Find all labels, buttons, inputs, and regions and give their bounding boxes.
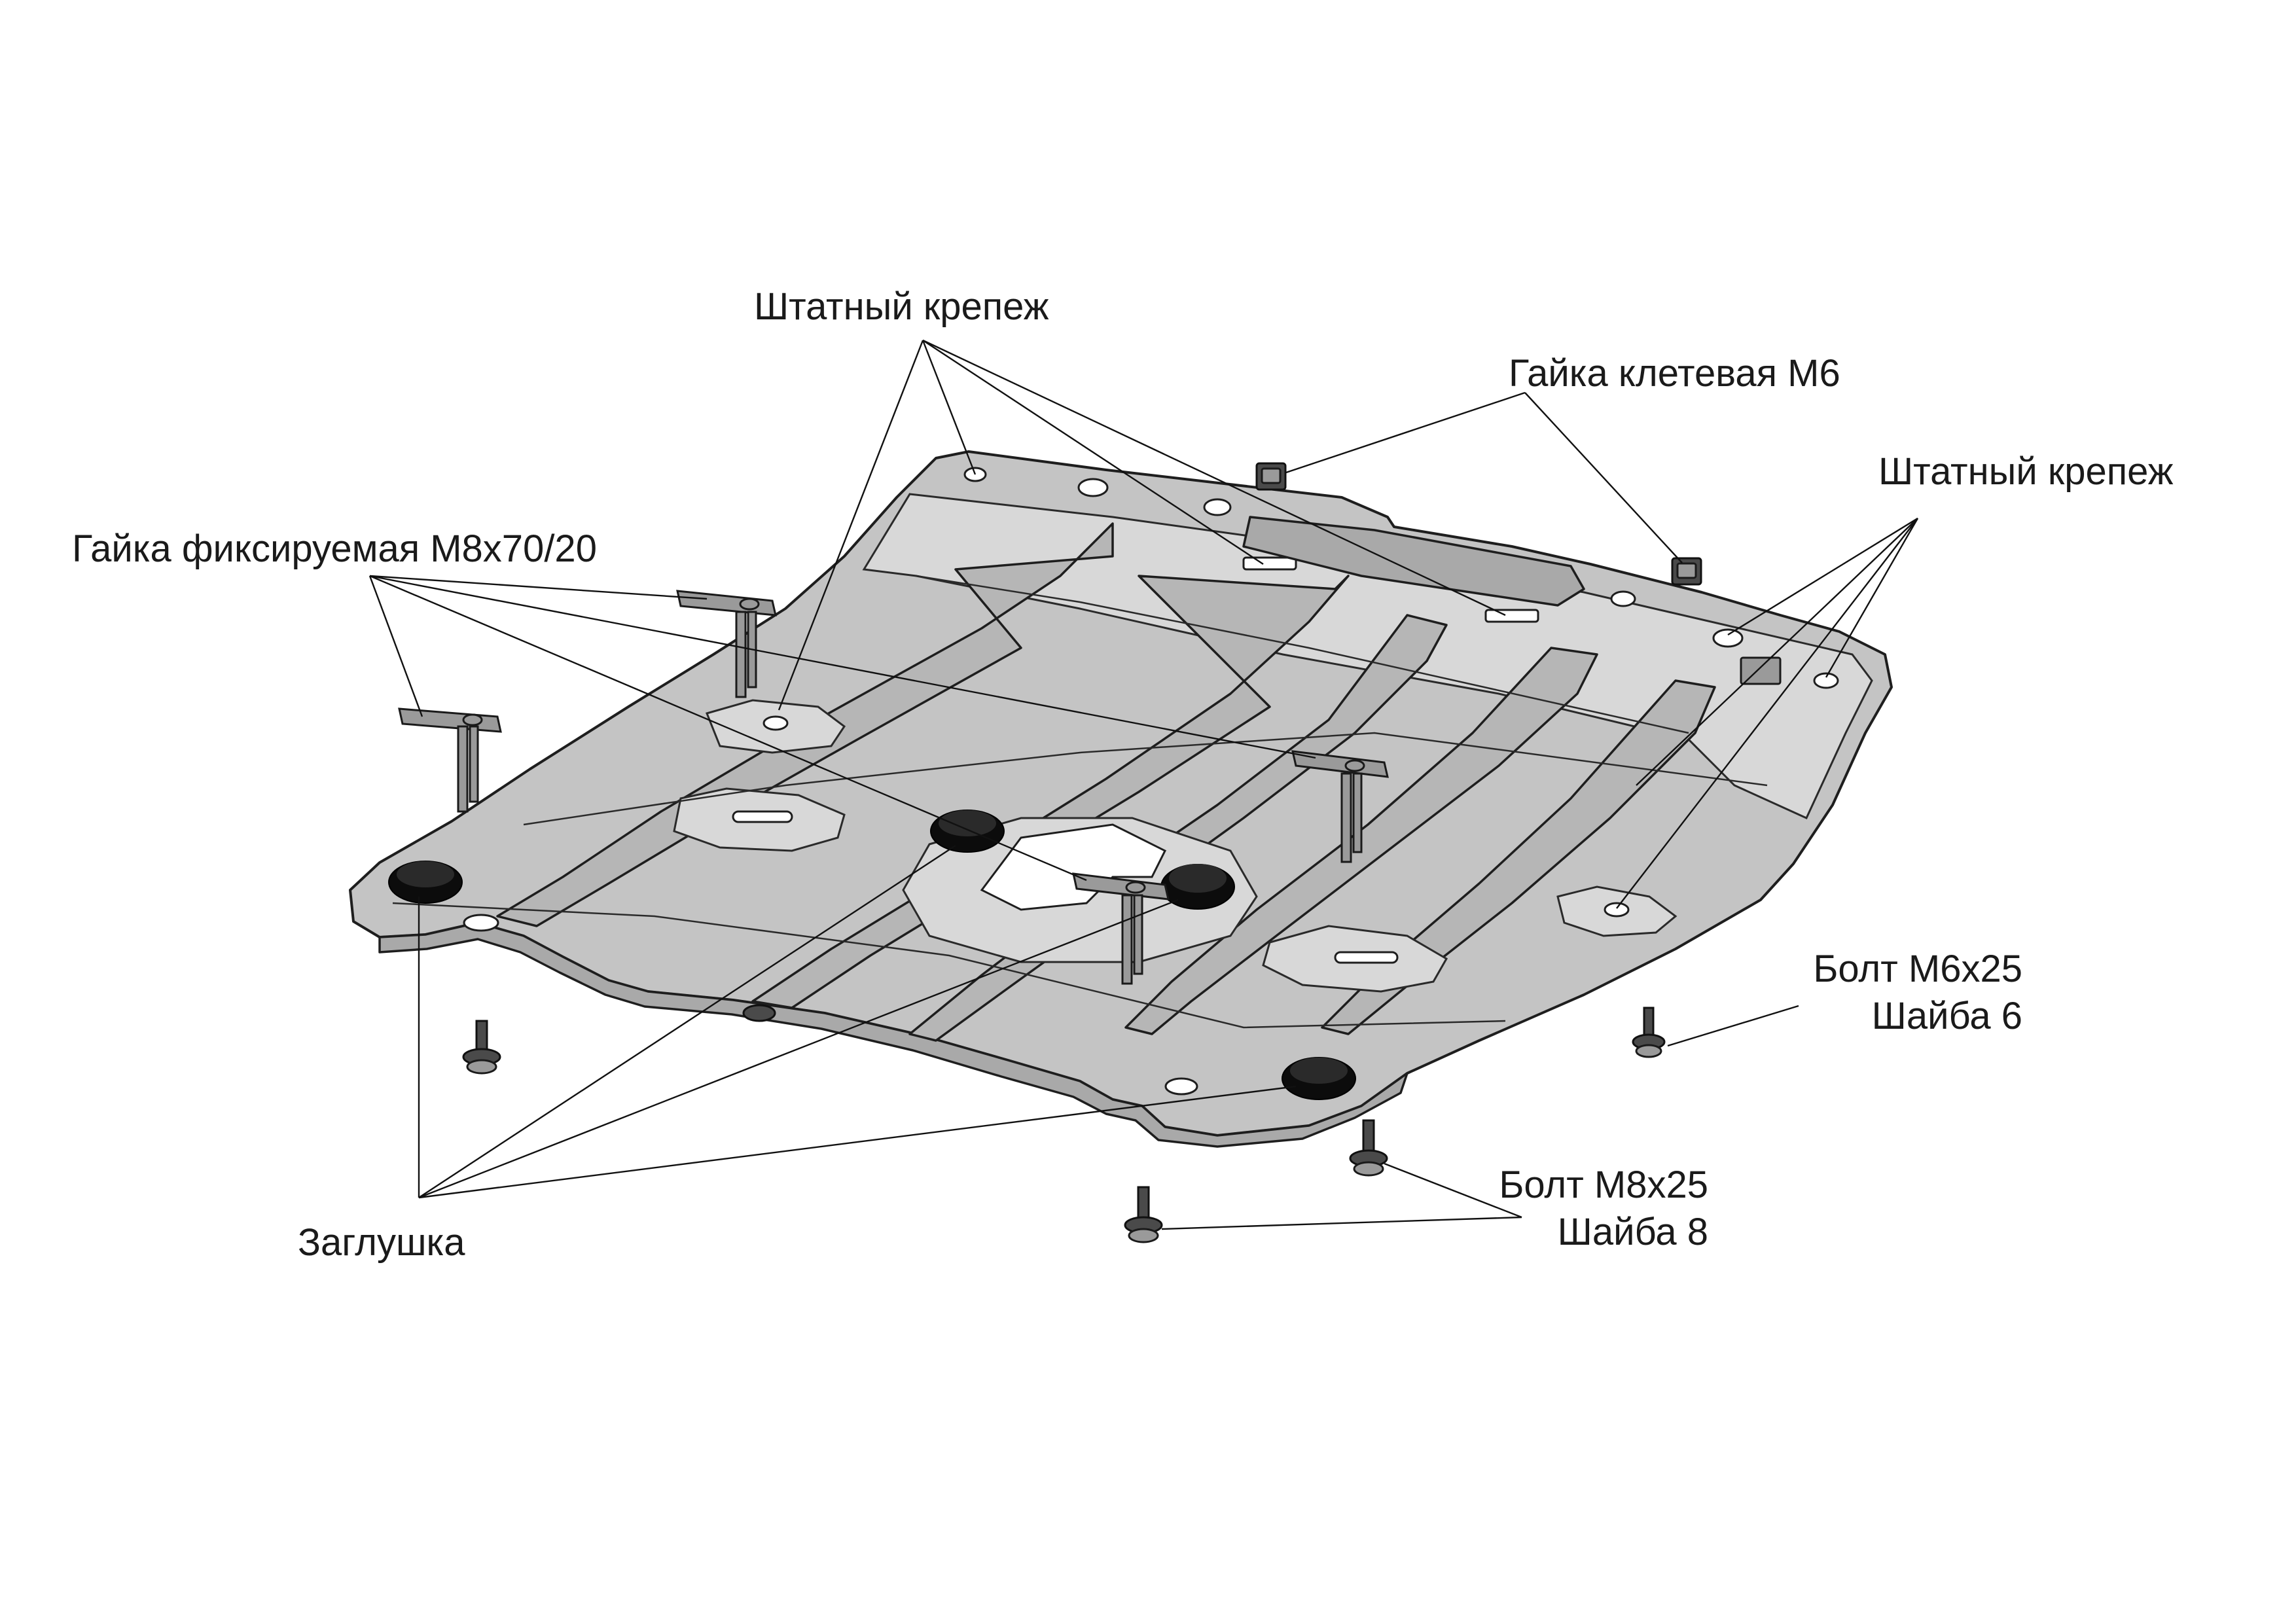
- leader-fixed-4: [369, 575, 1316, 759]
- centre-opening: [980, 823, 1167, 911]
- fixed-nut-left: [398, 707, 502, 813]
- bolt-m8-lower: [1124, 1186, 1163, 1243]
- leader-bolt-m6: [1667, 1005, 1799, 1047]
- fixed-nut-rear: [676, 590, 777, 698]
- rib-1: [496, 522, 1114, 927]
- pad-rear-left-hole: [762, 715, 789, 731]
- plug-front-right: [1282, 1057, 1356, 1100]
- bolts: [462, 1004, 1666, 1243]
- plate-crease-3: [916, 575, 1689, 734]
- pad-right-slot: [1334, 951, 1399, 964]
- flange-hole-6: [1813, 672, 1839, 689]
- flange-slot-2: [1484, 609, 1539, 623]
- leader-std-top-1: [922, 340, 977, 475]
- front-underside: [378, 921, 1408, 1148]
- bolt-left: [462, 1020, 501, 1075]
- leader-plug-2: [418, 844, 956, 1199]
- label-bolt-m6-line1: Болт М6х25: [1813, 948, 2022, 990]
- label-standard-fastener-top: Штатный крепеж: [754, 285, 1049, 328]
- cage-nuts: [1255, 462, 1702, 586]
- bolt-m6: [1632, 1007, 1666, 1058]
- plug-centre-right: [1160, 864, 1235, 910]
- label-bolt-m8-line2: Шайба 8: [1558, 1211, 1708, 1253]
- leader-fixed-3: [369, 575, 1087, 882]
- leader-std-top-2: [778, 340, 924, 711]
- flange-hole-5: [1712, 628, 1744, 648]
- label-fixed-nut: Гайка фиксируемая М8х70/20: [72, 527, 597, 570]
- leader-bolt-m8-2: [1161, 1216, 1522, 1230]
- front-tab-hole-right: [1164, 1077, 1198, 1096]
- pad-rear-right-hole: [1604, 902, 1630, 918]
- leader-cage-1: [1285, 391, 1526, 474]
- leader-lines: [368, 339, 1919, 1230]
- cage-nut-left: [1255, 462, 1287, 491]
- plate-crease-2: [523, 732, 1768, 826]
- label-bolt-m8-line1: Болт М8х25: [1499, 1164, 1708, 1206]
- rear-raised-tab: [1242, 516, 1585, 607]
- plugs: [388, 810, 1356, 1100]
- leader-plug-4: [418, 1085, 1297, 1199]
- leader-std-right-1: [1727, 517, 1918, 636]
- leader-fixed-1: [368, 575, 423, 717]
- leader-std-top-4: [922, 339, 1506, 616]
- bolt-centre: [742, 1004, 776, 1022]
- flange-hole-4: [1610, 590, 1636, 607]
- leader-bolt-m8-1: [1384, 1162, 1522, 1219]
- bolt-m8-upper: [1349, 1119, 1388, 1177]
- callouts: Штатный крепеж Гайка клетевая М6 Штатный…: [72, 285, 2174, 1264]
- front-tab-hole-left: [463, 914, 499, 932]
- flange-hole-3: [1203, 498, 1232, 516]
- leader-std-right-3: [1616, 518, 1918, 909]
- pad-left-slot: [732, 810, 793, 823]
- leader-std-right-4: [1636, 518, 1918, 786]
- plate-crease-1: [392, 902, 1506, 1029]
- plug-centre-left: [930, 810, 1005, 853]
- flange-slot-1: [1242, 556, 1297, 571]
- fixed-nuts: [398, 590, 1389, 985]
- plug-left: [388, 861, 463, 904]
- label-plug: Заглушка: [298, 1221, 465, 1264]
- fixed-nut-right: [1291, 750, 1389, 863]
- flange-hole-2: [1077, 478, 1109, 497]
- leader-cage-2: [1524, 392, 1683, 563]
- leader-std-right-2: [1825, 518, 1919, 678]
- label-bolt-m6-line2: Шайба 6: [1872, 995, 2022, 1037]
- leader-fixed-2: [369, 575, 708, 600]
- leader-plug-3: [418, 899, 1179, 1199]
- cage-nut-right: [1671, 557, 1702, 586]
- label-cage-nut: Гайка клетевая М6: [1509, 352, 1840, 395]
- label-standard-fastener-right: Штатный крепеж: [1878, 450, 2174, 493]
- leader-std-top-3: [922, 339, 1264, 565]
